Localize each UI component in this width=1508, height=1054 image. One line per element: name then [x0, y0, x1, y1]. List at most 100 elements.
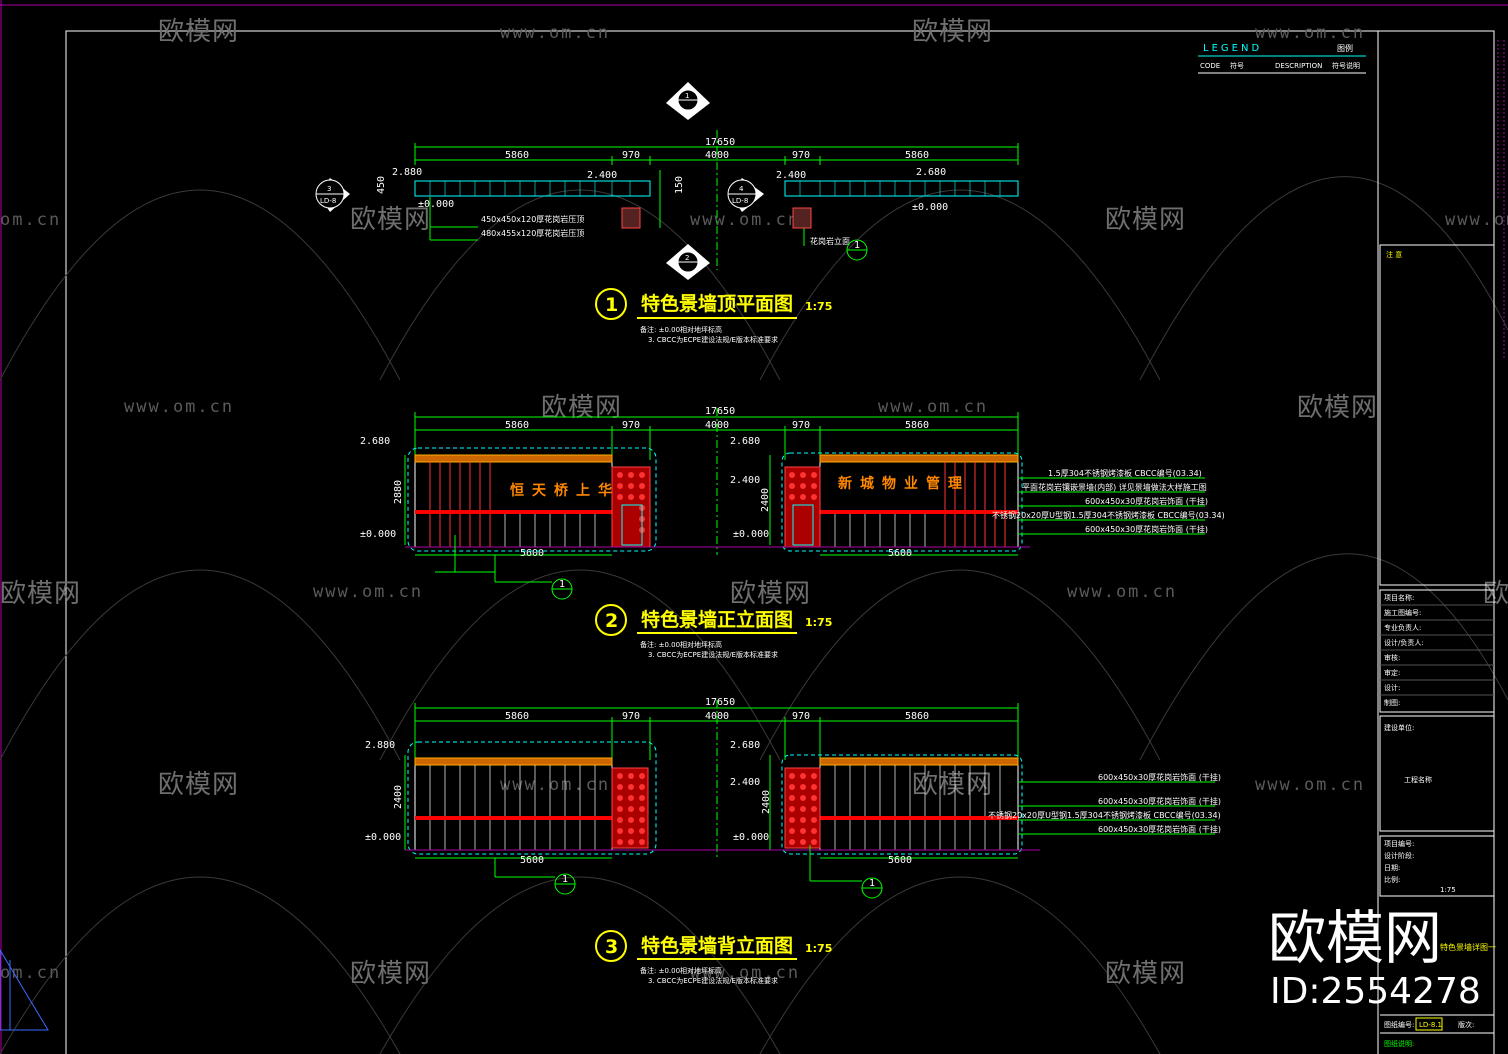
front-note-1: 1.5厚304不锈钢烤漆板 CBCC编号(03.34)	[1048, 468, 1202, 478]
view-title: 特色景墙正立面图	[641, 608, 793, 631]
dim-total: 17650	[705, 137, 735, 148]
back-note-1: 600x450x30厚花岗岩饰面 (干挂)	[1098, 772, 1221, 782]
view-note: 备注: ±0.00相对地坪标高	[640, 640, 722, 649]
dim-inner-left: 5600	[520, 855, 544, 866]
level-top-mid: 2.680	[730, 436, 760, 447]
project-value: 工程名称	[1404, 775, 1432, 784]
signage-right: 新城物业管理	[838, 475, 970, 492]
level-zero-left: ±0.000	[365, 832, 401, 843]
watermark-brand: 欧模网	[350, 205, 431, 235]
plan-note-2: 480x455x120厚花岗岩压顶	[481, 228, 584, 238]
view-2-front: 17650 5860 970 4000 970 5860 5600 5600 2…	[360, 406, 1225, 659]
plan-zero-left: ±0.000	[418, 199, 454, 210]
watermark-url: www.om.cn	[500, 23, 610, 43]
dim-inner-left: 5600	[520, 548, 544, 559]
watermark-url: om.cn	[0, 210, 61, 230]
back-note-2: 600x450x30厚花岗岩饰面 (干挂)	[1098, 796, 1221, 806]
back-band-right	[820, 816, 1018, 820]
view-3-back: 17650 5860 970 4000 970 5860 5600 5600 2…	[365, 697, 1221, 985]
plan-level-pier-right: 2.400	[776, 170, 806, 181]
tb-row: 审核:	[1384, 653, 1400, 662]
sheet-no: LD-8.1	[1419, 1021, 1442, 1029]
detail-ref: 1	[854, 240, 860, 251]
front-coping-right	[819, 454, 1019, 463]
watermark-brand: 欧模网	[1105, 205, 1186, 235]
info-row: 日期:	[1384, 864, 1400, 872]
level-pier: 2.400	[730, 475, 760, 486]
back-band-left	[415, 816, 612, 820]
view-scale: 1:75	[805, 300, 832, 313]
watermark-brand: 欧模网	[1105, 959, 1186, 989]
watermark-url: www.om.cn	[313, 582, 423, 602]
tb-row: 设计/负责人:	[1384, 638, 1424, 647]
detail-ref: 1	[562, 874, 568, 885]
watermark-brand: 欧模网	[0, 579, 81, 609]
watermark-brand: 欧模网	[541, 393, 622, 423]
watermark-brand: 欧模网	[350, 959, 431, 989]
dim-left-pier: 970	[622, 711, 640, 722]
front-note-5: 600x450x30厚花岗岩饰面 (干挂)	[1085, 524, 1208, 534]
section-marker[interactable]: 4 LD-8	[727, 178, 764, 212]
level-zero-mid: ±0.000	[733, 832, 769, 843]
info-row: 1:75	[1440, 886, 1456, 894]
legend-title: LEGEND	[1203, 43, 1262, 54]
view-scale: 1:75	[805, 616, 832, 629]
dim-right-span: 5860	[905, 711, 929, 722]
view-note: 3. CBCC为ECPE建设法规/E版本标准要求	[648, 650, 778, 659]
back-coping-left	[414, 757, 613, 766]
v-dim-left: 2880	[393, 480, 404, 504]
dim-right-pier: 970	[792, 150, 810, 161]
dim-left-span: 5860	[505, 420, 529, 431]
watermark-url: www.om.cn	[690, 963, 800, 983]
plan-wall-left	[414, 180, 651, 197]
back-note-3: 不锈钢20x20厚U型钢1.5厚304不锈钢烤漆板 CBCC编号(03.34)	[988, 810, 1221, 820]
sheet-label: 特色景墙详图一	[1440, 942, 1496, 952]
dim-left-span: 5860	[505, 711, 529, 722]
back-slats-left	[429, 765, 596, 850]
section-num: 2	[685, 254, 689, 262]
front-door-left	[621, 504, 643, 546]
view-note: 3. CBCC为ECPE建设法规/E版本标准要求	[648, 335, 778, 344]
v-dim-mid: 2400	[760, 488, 771, 512]
legend-title-cn: 图例	[1337, 43, 1353, 53]
section-marker[interactable]: 3 LD-8	[315, 178, 350, 212]
section-marker[interactable]: 2	[666, 244, 710, 280]
watermark-brand: 欧模网	[158, 770, 239, 800]
v-dim-mid: 2400	[761, 790, 772, 814]
legend-code-cn: 符号	[1230, 61, 1244, 70]
view-note: 备注: ±0.00相对地坪标高	[640, 966, 722, 975]
watermark-url: www.om.cn	[500, 775, 610, 795]
front-door-right	[792, 504, 814, 546]
plan-pier-right	[792, 207, 812, 229]
version-label: 版次:	[1458, 1020, 1474, 1029]
back-slats-right	[834, 765, 1001, 850]
section-marker[interactable]: 1	[666, 82, 710, 120]
view-note: 备注: ±0.00相对地坪标高	[640, 325, 722, 334]
signature-rows	[1380, 604, 1494, 696]
info-box	[1379, 835, 1495, 897]
v-dim-left: 2400	[393, 785, 404, 809]
detail-ref: 1	[559, 579, 565, 590]
plan-v450: 450	[376, 176, 387, 194]
watermark-url: www.om.cn	[690, 210, 800, 230]
watermark-url: www.om.cn	[1255, 775, 1365, 795]
section-sheet: LD-8	[732, 197, 748, 205]
watermark-url: www.om.cn	[1445, 210, 1508, 230]
front-slats-left	[429, 462, 491, 547]
plan-note-3: 花岗岩立面	[810, 236, 850, 246]
legend-code: CODE	[1200, 62, 1220, 70]
detail-ref: 1	[869, 878, 875, 889]
project-box	[1379, 715, 1495, 832]
legend: LEGEND 图例 CODE 符号 DESCRIPTION 符号说明	[1198, 43, 1366, 74]
level-zero-mid: ±0.000	[733, 529, 769, 540]
level-top-left: 2.680	[360, 436, 390, 447]
level-pier: 2.400	[730, 777, 760, 788]
watermark-brand: 欧模网	[912, 17, 993, 47]
info-row: 项目编号:	[1384, 839, 1414, 848]
title-block: 注 意 项目名称: 施工图编号: 专业负责人: 设计/负责人: 审核: 审定: …	[1377, 31, 1505, 1054]
watermarks: 欧模网 www.om.cn 欧模网 www.om.cn om.cn 欧模网 ww…	[0, 17, 1508, 989]
dim-left-pier: 970	[622, 150, 640, 161]
watermark-url: www.om.cn	[878, 397, 988, 417]
front-band-left	[415, 510, 612, 514]
